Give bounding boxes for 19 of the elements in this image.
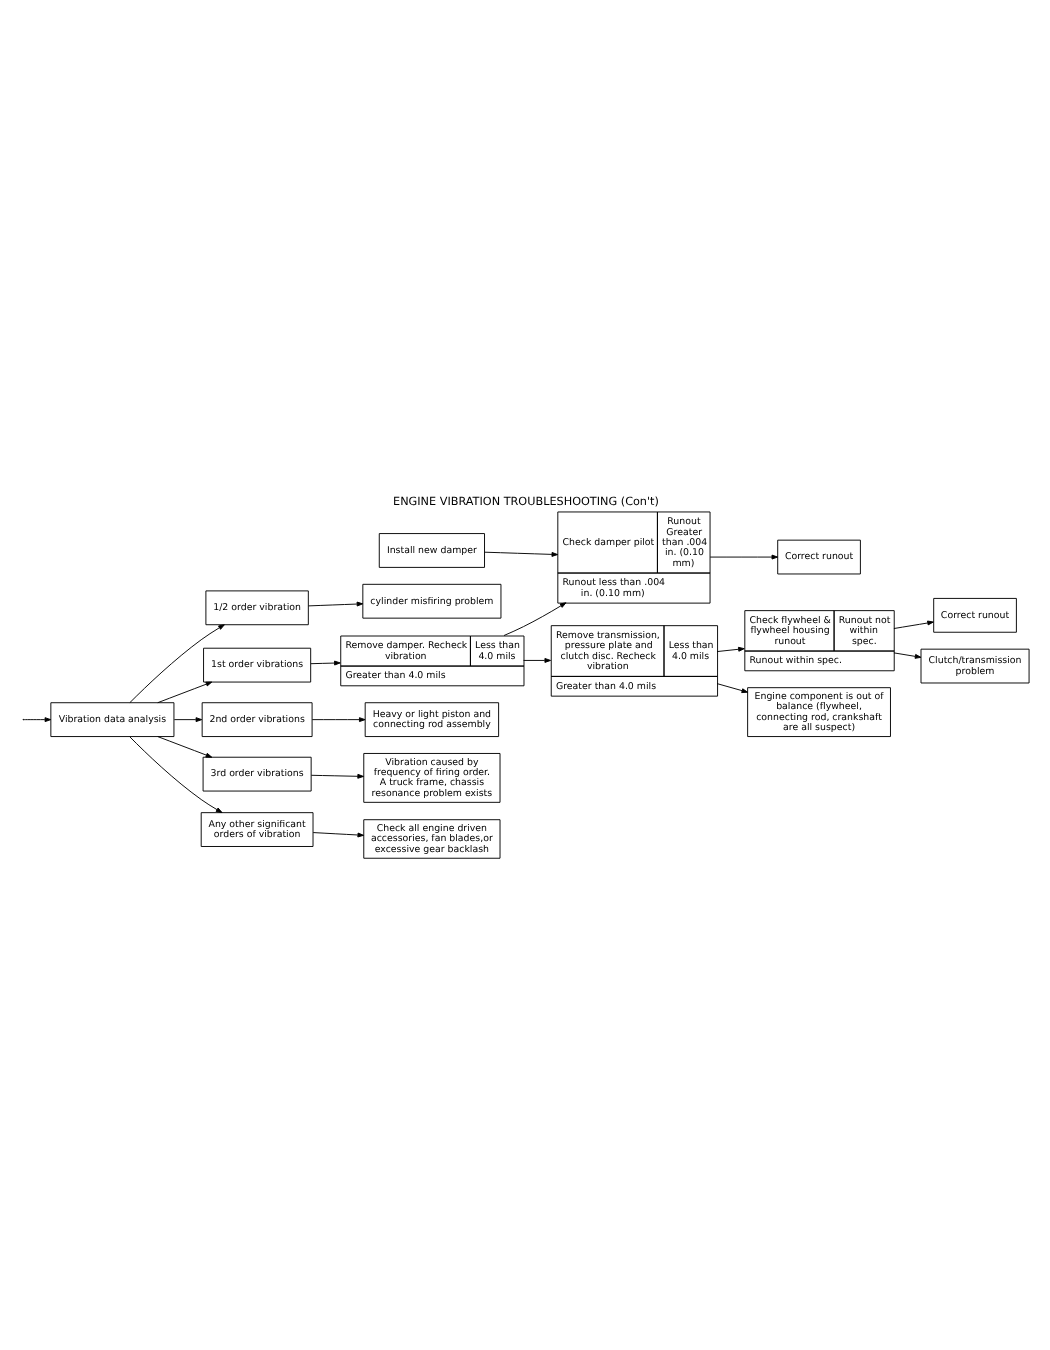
arrow (22, 717, 51, 723)
arrow (128, 736, 222, 813)
arrow (715, 683, 748, 694)
arrow (309, 660, 340, 666)
arrow (156, 736, 212, 758)
arrow (156, 681, 212, 704)
arrow (892, 620, 933, 629)
arrow (311, 832, 364, 838)
arrow (522, 658, 550, 663)
arrow (708, 554, 778, 560)
arrow (715, 646, 744, 653)
arrow (309, 773, 363, 779)
arrow (892, 652, 921, 659)
arrow (310, 717, 365, 723)
arrow (172, 717, 202, 723)
arrow (128, 624, 224, 704)
arrow (483, 551, 558, 557)
arrow (307, 601, 363, 607)
arrow (502, 602, 566, 636)
